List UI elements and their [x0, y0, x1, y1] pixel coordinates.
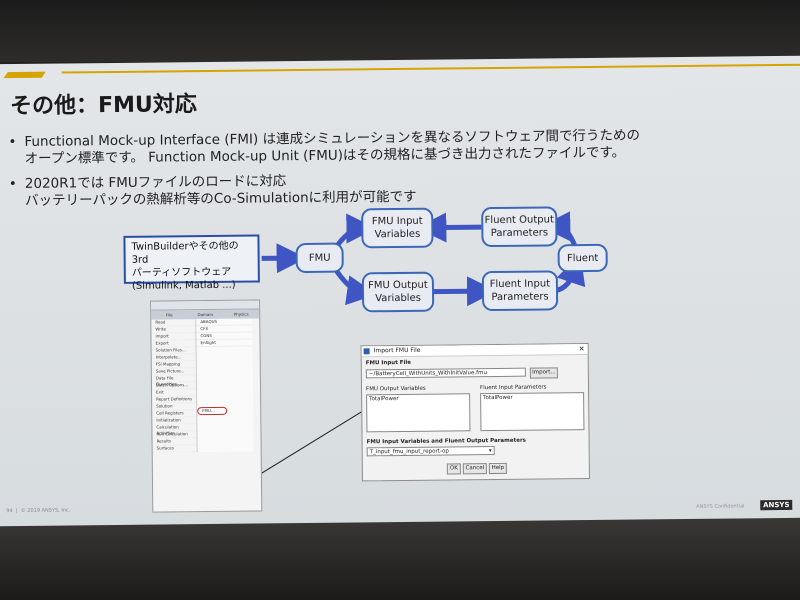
fmu-output-label: FMU Output Variables	[368, 279, 428, 305]
ok-button[interactable]: OK	[446, 463, 461, 475]
fmu-box: FMU	[295, 242, 344, 274]
app-icon	[363, 348, 370, 355]
projector-top-border	[0, 0, 800, 62]
fluent-input-parameters-list[interactable]: TotalPower	[480, 392, 585, 432]
page-number: 94	[6, 508, 13, 515]
close-icon[interactable]: ✕	[578, 345, 585, 354]
arrow-fluent-output-to-fmu-input	[416, 212, 482, 243]
fmu-output-variables-label: FMU Output Variables	[365, 385, 426, 393]
fluent-output-label: Fluent Output Parameters	[484, 214, 554, 240]
tab-physics[interactable]: Physics	[233, 311, 249, 317]
submenu-item[interactable]: EnSight	[196, 339, 253, 348]
tab-file[interactable]: File	[165, 312, 173, 318]
source-line: TwinBuilderやその他の3rd	[131, 240, 239, 266]
fluent-box: Fluent	[557, 243, 608, 273]
tree-item[interactable]: Surfaces	[152, 445, 197, 453]
file-menu: Read Write Import Export Solution Files.…	[151, 319, 197, 453]
fmu-output-variables-box: FMU Output Variables	[361, 271, 435, 313]
fluent-input-label: Fluent Input Parameters	[489, 278, 551, 304]
fmu-input-label: FMU Input Variables	[371, 215, 423, 241]
list-item[interactable]: TotalPower	[483, 394, 513, 402]
arrow-fmu-output-to-fluent-input	[431, 276, 498, 307]
fmu-output-variables-list[interactable]: TotalPower	[366, 393, 471, 433]
source-line: パーティソフトウェア	[131, 266, 232, 279]
copyright: © 2019 ANSYS, Inc.	[20, 507, 71, 514]
fluent-label: Fluent	[566, 252, 599, 264]
dialog-title: Import FMU File	[373, 346, 421, 355]
list-item[interactable]: TotalPower	[369, 396, 399, 403]
mapping-label: FMU Input Variables and Fluent Output Pa…	[366, 437, 526, 446]
submenu-item-fmu-highlighted[interactable]: FMU...	[197, 406, 228, 416]
dialog-titlebar: Import FMU File ✕	[361, 344, 588, 358]
fmu-input-file-label: FMU Input File	[365, 359, 412, 367]
mapping-selected-value: T_input_fmu_input_report-op	[369, 448, 449, 456]
fmu-input-file-field[interactable]: ~/BatteryCell_WithUnits_WithInitValue.fm…	[365, 367, 526, 379]
import-fmu-dialog: Import FMU File ✕ FMU Input File ~/Batte…	[360, 343, 590, 482]
help-button[interactable]: Help	[488, 462, 507, 475]
fluent-output-parameters-box: Fluent Output Parameters	[481, 206, 558, 248]
fluent-input-parameters-label: Fluent Input Parameters	[479, 384, 547, 392]
presentation-slide: その他：FMU対応 Functional Mock-up Interface (…	[0, 55, 800, 527]
tab-domain[interactable]: Domain	[197, 311, 214, 318]
fmu-label: FMU	[308, 252, 331, 264]
chevron-down-icon: ▾	[488, 448, 492, 455]
source-line: (Simulink, Matlab ...)	[131, 279, 236, 292]
source-software-box: TwinBuilderやその他の3rd パーティソフトウェア (Simulink…	[123, 234, 260, 292]
fluent-input-parameters-box: Fluent Input Parameters	[481, 270, 559, 312]
import-submenu: ABAQUS CFX CGNS EnSight FMU...	[195, 318, 254, 453]
import-button[interactable]: Import...	[529, 367, 558, 379]
slide-footer: 94 | © 2019 ANSYS, Inc.	[6, 507, 71, 515]
mapping-select[interactable]: T_input_fmu_input_report-op ▾	[366, 446, 495, 457]
projector-bottom-border	[0, 518, 800, 600]
cancel-button[interactable]: Cancel	[462, 463, 487, 475]
ansys-logo: ANSYS	[760, 499, 793, 511]
fmu-input-variables-box: FMU Input Variables	[361, 207, 434, 249]
fluent-menu-screenshot: File Domain Physics Read Write Import Ex…	[150, 299, 263, 513]
confidential-text: ANSYS Confidential	[696, 503, 745, 510]
